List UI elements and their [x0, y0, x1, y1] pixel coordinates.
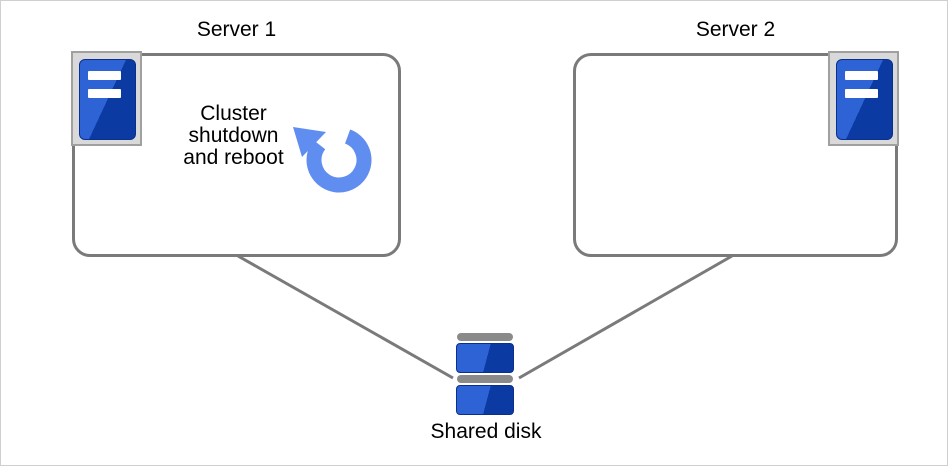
server-tower-body [836, 59, 893, 140]
reboot-refresh-icon [293, 127, 372, 193]
annotation-line-3: and reboot [183, 146, 284, 169]
server-drive-slot [845, 89, 878, 98]
server-drive-slot [88, 71, 121, 80]
disk-platter [456, 385, 514, 415]
annotation-line-1: Cluster [200, 102, 267, 125]
server1-title: Server 1 [196, 18, 277, 41]
server2-title: Server 2 [695, 18, 776, 41]
server2-server-icon [828, 51, 899, 146]
shared-disk-label: Shared disk [430, 420, 542, 443]
server1-server-icon [71, 51, 142, 146]
disk-platter [456, 343, 514, 373]
connector-server2-disk [518, 254, 733, 380]
annotation-line-2: shutdown [188, 124, 279, 147]
disk-cap-bar [457, 333, 513, 341]
server-drive-slot [88, 89, 121, 98]
server-drive-slot [845, 71, 878, 80]
server-tower-body [79, 59, 136, 140]
shared-disk-icon [456, 333, 514, 417]
disk-cap-bar [457, 375, 513, 383]
cluster-shutdown-label: Cluster shutdown and reboot [151, 103, 316, 169]
connector-server1-disk [237, 254, 454, 380]
